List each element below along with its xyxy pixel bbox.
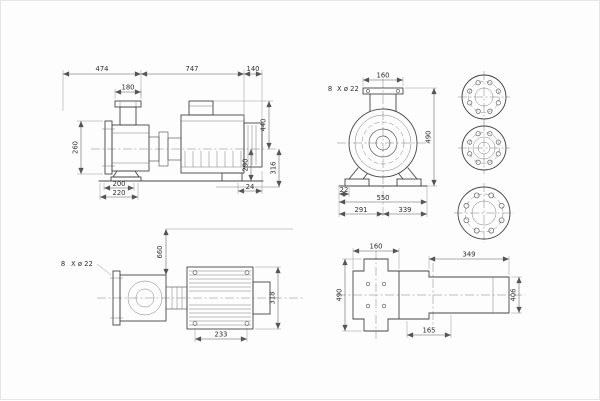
dim-label-260: 260 bbox=[72, 141, 80, 154]
bolt-note-label: X ø 22 bbox=[71, 260, 93, 268]
dim-label-440: 440 bbox=[260, 119, 268, 132]
dim-label-160: 160 bbox=[377, 72, 390, 80]
dim-label-220: 220 bbox=[113, 189, 126, 197]
dim-label-747: 747 bbox=[186, 65, 199, 73]
dim-label-140: 140 bbox=[247, 65, 260, 73]
dim-label-349: 349 bbox=[463, 251, 476, 259]
side-geometry bbox=[91, 100, 280, 188]
bolt-count-label: 8 bbox=[328, 85, 332, 93]
flange-detail-top bbox=[458, 71, 510, 123]
dim-label-22: 22 bbox=[340, 186, 349, 194]
dim-label-550: 550 bbox=[377, 194, 390, 202]
side-dimensions: 474 747 140 180 260 200 220 24 bbox=[62, 65, 282, 200]
side-elevation-view: 474 747 140 180 260 200 220 24 bbox=[62, 65, 282, 200]
baseplate-dimensions: 160 349 490 406 165 bbox=[336, 243, 522, 338]
dim-label-318: 318 bbox=[269, 292, 277, 305]
bolt-count-label: 8 bbox=[61, 260, 65, 268]
dim-label-160: 160 bbox=[370, 243, 383, 251]
dim-label-339: 339 bbox=[399, 206, 412, 214]
dim-label-490: 490 bbox=[336, 289, 344, 302]
end-view: 160 8 X ø 22 490 22 550 291 339 bbox=[328, 72, 437, 219]
dim-label-490: 490 bbox=[425, 131, 433, 144]
dim-label-180: 180 bbox=[122, 84, 135, 92]
dim-label-290: 290 bbox=[242, 159, 250, 172]
dim-label-200: 200 bbox=[113, 180, 126, 188]
dim-label-24: 24 bbox=[246, 183, 255, 191]
plan-geometry bbox=[97, 266, 303, 330]
dim-label-316: 316 bbox=[270, 162, 278, 175]
end-dimensions: 160 8 X ø 22 490 22 550 291 339 bbox=[328, 72, 437, 217]
dim-label-660: 660 bbox=[156, 246, 164, 259]
baseplate-geometry bbox=[337, 251, 525, 339]
dim-label-406: 406 bbox=[510, 289, 518, 302]
dim-label-165: 165 bbox=[423, 327, 436, 335]
flange-detail-bottom bbox=[454, 183, 514, 243]
dim-label-474: 474 bbox=[96, 65, 109, 73]
flange-detail-middle bbox=[458, 122, 510, 174]
dim-label-233: 233 bbox=[215, 331, 228, 339]
plan-view: 660 8 X ø 22 233 318 bbox=[61, 228, 303, 342]
dim-label-291: 291 bbox=[355, 206, 368, 214]
end-geometry bbox=[337, 79, 431, 219]
plan-dimensions: 660 8 X ø 22 233 318 bbox=[61, 228, 293, 342]
bolt-note-label: X ø 22 bbox=[337, 85, 359, 93]
baseplate-outline-view: 160 349 490 406 165 bbox=[336, 243, 525, 339]
